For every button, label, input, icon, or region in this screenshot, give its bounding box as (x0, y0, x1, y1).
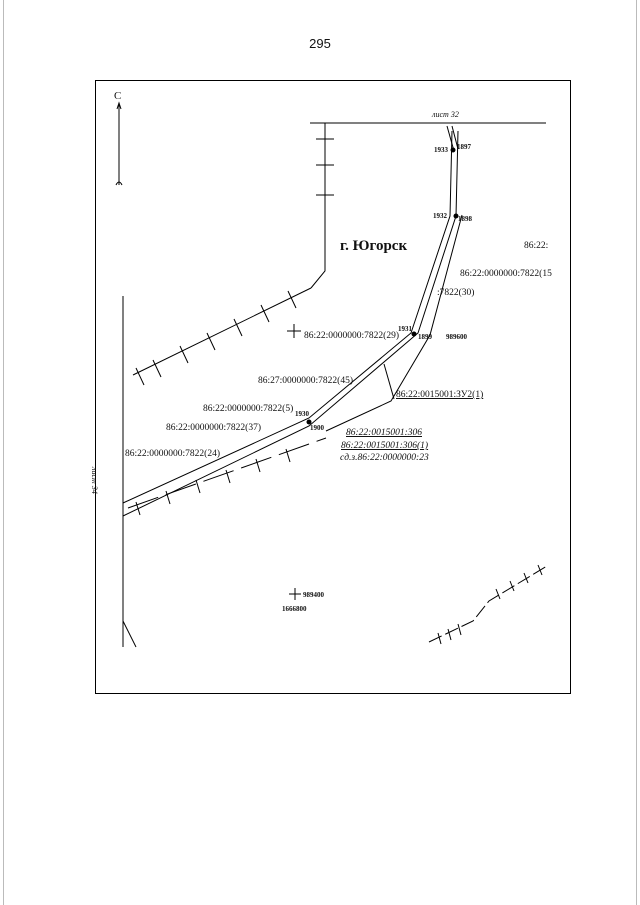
point-1898: 1898 (458, 215, 472, 223)
point-1932: 1932 (433, 212, 447, 220)
survey-points (306, 147, 459, 425)
parcel-15: 86:22:0000000:7822(15 (460, 269, 552, 279)
boundary-line-north (310, 123, 326, 289)
town-name: г. Югорск (340, 238, 408, 254)
point-1930: 1930 (295, 410, 309, 418)
point-1897: 1897 (457, 143, 471, 151)
point-1931: 1931 (398, 325, 412, 333)
map-drawing (115, 101, 548, 648)
corridor-outer (122, 130, 453, 504)
parcel-24: 86:22:0000000:7822(24) (125, 449, 220, 459)
sheet-label-top: лист 32 (432, 110, 459, 119)
parcel-37: 86:22:0000000:7822(37) (166, 423, 261, 433)
corridor-inner (122, 130, 459, 517)
parcel-29: 86:22:0000000:7822(29) (304, 331, 399, 341)
easement-label: сд.з.86:22:0000000:23 (340, 453, 429, 463)
north-label: С (114, 90, 122, 102)
parcel-5: 86:22:0000000:7822(5) (203, 404, 294, 414)
cadastral-map: С лист 32 лист 34 г. Югорск 1933 1897 19… (90, 80, 571, 694)
grid-coord-x2: 989400 (303, 591, 324, 599)
parcel-306: 86:22:0015001:306 (346, 428, 422, 438)
sheet-label-left: лист 34 (90, 467, 99, 494)
parcel-right: 86:22: (524, 241, 549, 251)
grid-cross-1 (287, 324, 301, 338)
grid-coord-x1: 989600 (446, 333, 467, 341)
parcel-30: :7822(30) (437, 288, 475, 298)
parcel-zu2: 86:22:0015001:ЗУ2(1) (396, 390, 484, 400)
road-dashed-se (428, 565, 548, 643)
page-edge-left (3, 0, 4, 905)
parcel-45: 86:27:0000000:7822(45) (258, 376, 353, 386)
boundary-line-ticked (132, 287, 312, 376)
north-arrow-foot (115, 181, 123, 186)
point-1900: 1900 (310, 424, 324, 432)
boundary-306 (325, 214, 463, 432)
point-1899: 1899 (418, 333, 432, 341)
page-number: 295 (309, 36, 331, 51)
point-1933: 1933 (434, 146, 448, 154)
parcel-306-1: 86:22:0015001:306(1) (341, 441, 429, 451)
grid-coord-y2: 1666800 (282, 605, 307, 613)
grid-cross-2 (289, 588, 301, 600)
page-edge-right (636, 0, 637, 905)
north-arrow-head (116, 101, 122, 110)
